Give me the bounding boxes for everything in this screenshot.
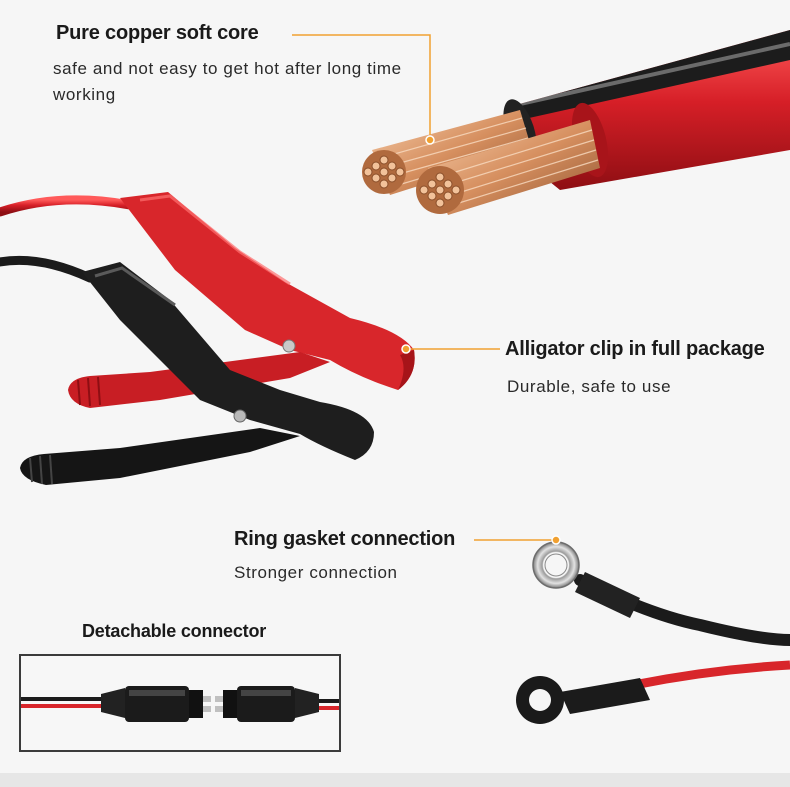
ring-gasket-title: Ring gasket connection	[234, 528, 456, 550]
bottom-strip	[0, 773, 790, 787]
alligator-clip-title: Alligator clip in full package	[505, 338, 765, 360]
copper-core-title: Pure copper soft core	[56, 22, 259, 44]
detachable-connector-title: Detachable connector	[82, 621, 267, 641]
copper-callout-line	[292, 34, 435, 145]
copper-core-description: safe and not easy to get hot after long …	[53, 59, 402, 104]
connector-frame	[19, 654, 341, 752]
ring-terminals-image	[516, 541, 790, 724]
ring-gasket-description: Stronger connection	[234, 563, 398, 582]
sae-connector-image	[21, 686, 339, 722]
alligator-clip-description: Durable, safe to use	[507, 377, 672, 396]
ring-callout-line	[474, 535, 561, 545]
clip-callout-line	[401, 344, 500, 354]
alligator-clips-image	[0, 192, 415, 485]
copper-cable-image	[362, 30, 790, 215]
